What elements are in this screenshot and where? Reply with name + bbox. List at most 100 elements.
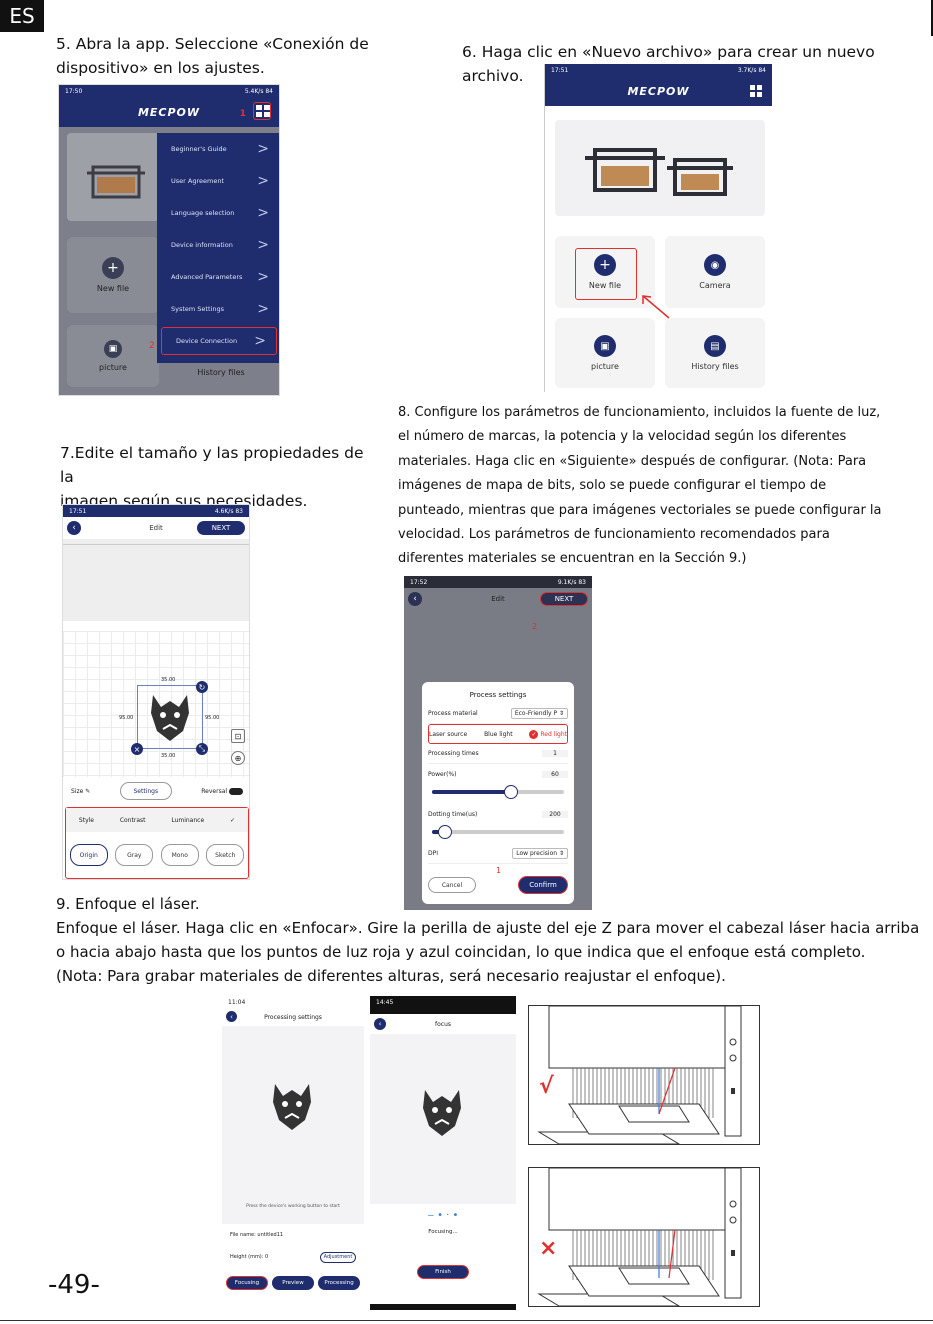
tile-history-dim[interactable]: History files [167,357,275,387]
menu-item-user-agreement[interactable]: User Agreement> [157,165,279,197]
status-info: 3.7K/s 84 [737,66,766,74]
rotate-icon[interactable]: ↻ [196,681,208,693]
target-icon[interactable]: ⊕ [231,751,245,765]
marker-1: 1 [239,109,247,119]
tile-label: picture [591,362,619,371]
file-value: untitled11 [257,1232,284,1238]
style-mono[interactable]: Mono [160,844,199,866]
edit-header: ‹ Edit NEXT [63,517,249,539]
style-origin[interactable]: Origin [69,844,108,866]
delete-icon[interactable]: × [131,743,143,755]
menu-grid-icon[interactable] [750,85,762,97]
crop-icon[interactable]: ⊡ [231,729,245,743]
plus-icon: + [102,257,124,279]
tab-luminance[interactable]: Luminance [171,816,205,824]
style-sketch[interactable]: Sketch [206,844,245,866]
power-input[interactable]: 60 [542,770,568,778]
dotting-time-input[interactable]: 200 [542,810,568,818]
back-icon[interactable]: ‹ [226,1011,237,1022]
label: Dotting time(us) [428,810,478,818]
tile-new-file-dim[interactable]: + New file [67,237,159,313]
next-button[interactable]: NEXT [197,521,245,535]
back-icon[interactable]: ‹ [408,592,422,606]
menu-item-advanced-parameters[interactable]: Advanced Parameters> [157,261,279,293]
status-info: 5.4K/s 84 [244,87,273,95]
tile-history-files[interactable]: ▤ History files [665,318,765,388]
focusing-label: Focusing... [428,1229,458,1235]
menu-item-device-information[interactable]: Device information> [157,229,279,261]
edit-header: ‹ Edit NEXT [404,588,592,610]
menu-item-beginners-guide[interactable]: Beginner's Guide> [157,133,279,165]
wolf-image [262,1076,322,1136]
red-light-option[interactable]: ✓ Red light [529,729,567,739]
status-time: 17:51 [551,66,569,74]
back-icon[interactable]: ‹ [67,521,81,535]
slider-knob[interactable] [504,785,519,799]
chevron-right-icon: > [257,301,269,317]
slider-knob[interactable] [438,825,453,839]
cancel-button[interactable]: Cancel [428,877,476,893]
tab-style[interactable]: Style [78,816,94,824]
status-info: 9.1K/s 83 [557,578,586,586]
ruler [63,539,249,545]
reversal-toggle[interactable]: Reversal [201,787,243,795]
correct-mark: √ [539,1074,554,1099]
height-value[interactable]: 0 [265,1254,269,1260]
page-title: focus [434,1020,451,1028]
dialog-actions: Cancel 1 Confirm [428,866,568,894]
menu-item-device-connection[interactable]: Device Connection> [161,327,277,355]
finish-row: Finish [370,1235,516,1279]
process-material-select[interactable]: Eco-Friendly P ⇕ [510,708,568,719]
dpi-select[interactable]: Low precision ⇕ [512,848,568,859]
processing-times-input[interactable]: 1 [542,750,568,757]
tile-picture-dim[interactable]: ▣ picture [67,325,159,387]
tile-camera[interactable]: ◉ Camera [665,236,765,308]
menu-grid-icon[interactable] [253,102,271,120]
finish-button[interactable]: Finish [417,1265,469,1279]
hint-text: Press the device's working button to sta… [246,1204,340,1209]
focusing-button[interactable]: Focusing [226,1276,268,1290]
power-slider[interactable] [432,785,564,799]
menu-item-system-settings[interactable]: System Settings> [157,293,279,325]
dim-bottom: 35.00 [161,753,176,759]
tile-picture[interactable]: ▣ picture [555,318,655,388]
step9-line: Enfoque el láser. Haga clic en «Enfocar»… [56,919,920,937]
app-header: MECPOW 1 [59,97,279,127]
style-gray[interactable]: Gray [115,844,154,866]
step8-line: velocidad. Los parámetros de funcionamie… [398,527,830,543]
page-number: -49- [48,1270,100,1300]
next-button[interactable]: NEXT [540,592,588,606]
resize-icon[interactable]: ⤡ [196,743,208,755]
tile-new-file[interactable]: + New file [555,236,655,308]
size-label-text: Size [71,787,84,795]
preview-button[interactable]: Preview [272,1276,314,1290]
check-icon: ✓ [529,729,539,739]
settings-button[interactable]: Settings [119,782,172,800]
status-bar: 17:51 3.7K/s 84 [545,64,772,76]
tile-label: New file [96,284,130,293]
reversal-label: Reversal [201,787,228,795]
processing-button[interactable]: Processing [318,1276,360,1290]
check-icon[interactable]: ✓ [230,816,236,824]
confirm-button[interactable]: Confirm [518,876,568,894]
tab-contrast[interactable]: Contrast [119,816,146,824]
step7-text: 7.Edite el tamaño y las propiedades de l… [60,441,380,513]
back-icon[interactable]: ‹ [374,1018,386,1030]
adjustment-button[interactable]: Adjustment [320,1251,356,1263]
status-bar: 11:04 [222,996,364,1008]
row-dotting-time: Dotting time(us) 200 [428,804,568,824]
blue-light-option[interactable]: Blue light [484,730,513,738]
menu-item-language[interactable]: Language selection> [157,197,279,229]
size-label[interactable]: Size ✎ [71,788,90,795]
selection-box[interactable] [137,685,203,749]
toggle-switch[interactable] [228,787,243,795]
dotting-slider[interactable] [432,825,564,839]
chevron-right-icon: > [257,141,269,157]
edit-toolbar: Size ✎ Settings Reversal [63,779,249,803]
top-right-rule [931,0,933,36]
